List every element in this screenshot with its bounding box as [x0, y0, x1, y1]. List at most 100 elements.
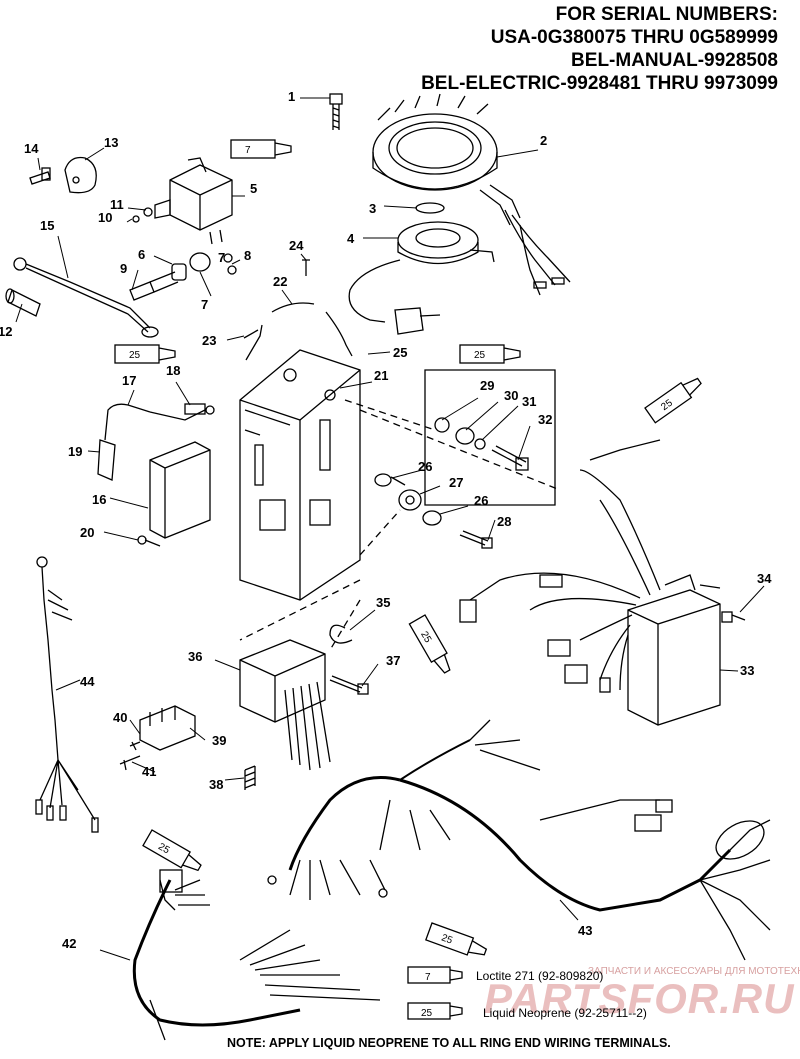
screw-9-6-parts: [129, 252, 237, 301]
callout-39: 39: [212, 733, 226, 748]
callout-28: 28: [497, 514, 511, 529]
tube-code-label: 25: [418, 630, 433, 646]
callout-29: 29: [480, 378, 494, 393]
tube-code-label: 7: [245, 145, 251, 156]
screw-14-part: [29, 167, 51, 185]
mounting-plate-part: [239, 349, 361, 601]
callout-22: 22: [273, 274, 287, 289]
svg-text:25: 25: [421, 1008, 433, 1019]
rectifier-part: [239, 639, 331, 771]
callout-7: 7: [218, 250, 225, 265]
callout-19: 19: [68, 444, 82, 459]
watermark-subtext: ЗАПЧАСТИ И АКСЕССУАРЫ ДЛЯ МОТОТЕХНИКИ: [588, 966, 800, 977]
wiring-note: NOTE: APPLY LIQUID NEOPRENE TO ALL RING …: [227, 1036, 671, 1050]
callout-34: 34: [757, 571, 772, 586]
callout-32: 32: [538, 412, 552, 427]
harness-42-part: [132, 869, 381, 1041]
callout-25: 25: [393, 345, 407, 360]
callout-16: 16: [92, 492, 106, 507]
boot-13-part: [64, 156, 97, 194]
callout-40: 40: [113, 710, 127, 725]
header-line-4: BEL-ELECTRIC-9928481 THRU 9973099: [421, 73, 778, 94]
callout-17: 17: [122, 373, 136, 388]
trigger-part: [348, 221, 495, 335]
tube-7-legend-icon: 7: [407, 966, 463, 984]
sealant-tube-25-icon: 25: [114, 344, 176, 364]
callout-14: 14: [24, 141, 39, 156]
wire-22-part: [271, 302, 315, 313]
callout-30: 30: [504, 388, 518, 403]
harness-44-part: [35, 556, 99, 833]
boot-12-part: [5, 288, 41, 317]
legend-tube-icons: 7 25: [407, 966, 463, 1020]
header-line-1: FOR SERIAL NUMBERS:: [555, 4, 778, 25]
bolt-24-part: [302, 259, 310, 276]
screw-40-part: [129, 741, 141, 751]
tube-25-legend-icon: 25: [407, 1002, 463, 1020]
callout-1: 1: [288, 89, 295, 104]
callout-9: 9: [120, 261, 127, 276]
sealant-tube-25-icon: 25: [142, 829, 202, 872]
dashed-alignment-lines: [239, 399, 561, 651]
callout-23: 23: [202, 333, 216, 348]
cable-15-part: [13, 257, 159, 338]
tube-code-label: 25: [474, 350, 486, 361]
grommets-26-27: [374, 473, 493, 549]
callout-24: 24: [289, 238, 304, 253]
screw-41-part: [119, 755, 141, 771]
screw-34-part: [721, 611, 746, 623]
callout-4: 4: [347, 231, 355, 246]
switch-box-harness: [459, 439, 661, 693]
stator-part: [372, 93, 521, 226]
tube-code-label: 25: [440, 932, 455, 946]
callout-2: 2: [540, 133, 547, 148]
header-line-3: BEL-MANUAL-9928508: [571, 50, 778, 71]
callout-13: 13: [104, 135, 118, 150]
hardware-box-29-32: [424, 369, 556, 506]
header-line-2: USA-0G380075 THRU 0G589999: [490, 27, 778, 48]
legend-neoprene-label: Liquid Neoprene (92-25711--2): [483, 1006, 647, 1020]
callout-33: 33: [740, 663, 754, 678]
callout-36: 36: [188, 649, 202, 664]
callout-26: 26: [474, 493, 488, 508]
leader-lines: [15, 97, 765, 961]
callout-38: 38: [209, 777, 223, 792]
callout-42: 42: [62, 936, 76, 951]
svg-text:7: 7: [425, 972, 431, 983]
callout-12: 12: [0, 324, 12, 339]
callout-20: 20: [80, 525, 94, 540]
callout-5: 5: [250, 181, 257, 196]
callout-41: 41: [142, 764, 156, 779]
screw-1-part: [329, 93, 343, 130]
callout-8: 8: [244, 248, 251, 263]
clamp-35-part: [329, 624, 353, 644]
sealant-tubes: 7 25 25 25 25 25 25: [114, 139, 702, 956]
callout-26: 26: [418, 459, 432, 474]
spring-38-part: [244, 765, 256, 790]
sealant-tube-25-icon: 25: [408, 614, 451, 674]
callout-10: 10: [98, 210, 112, 225]
switch-box-part: [627, 574, 721, 726]
callout-27: 27: [449, 475, 463, 490]
sealant-tube-25-icon: 25: [459, 344, 521, 364]
solenoid-part: [132, 157, 233, 245]
sealant-tube-7-icon: 7: [230, 139, 292, 159]
callout-21: 21: [374, 368, 388, 383]
tube-code-label: 25: [129, 350, 141, 361]
callout-18: 18: [166, 363, 180, 378]
callout-3: 3: [369, 201, 376, 216]
callout-6: 6: [138, 247, 145, 262]
callout-15: 15: [40, 218, 54, 233]
callout-7: 7: [201, 297, 208, 312]
callout-11: 11: [110, 197, 124, 212]
callout-44: 44: [80, 674, 95, 689]
callout-35: 35: [376, 595, 390, 610]
callout-43: 43: [578, 923, 592, 938]
legend-loctite-label: Loctite 271 (92-809820): [476, 969, 604, 983]
watermark-logo: PARTSFOR.RU: [484, 975, 795, 1022]
callout-31: 31: [522, 394, 536, 409]
lead-to-plate: [325, 311, 353, 357]
